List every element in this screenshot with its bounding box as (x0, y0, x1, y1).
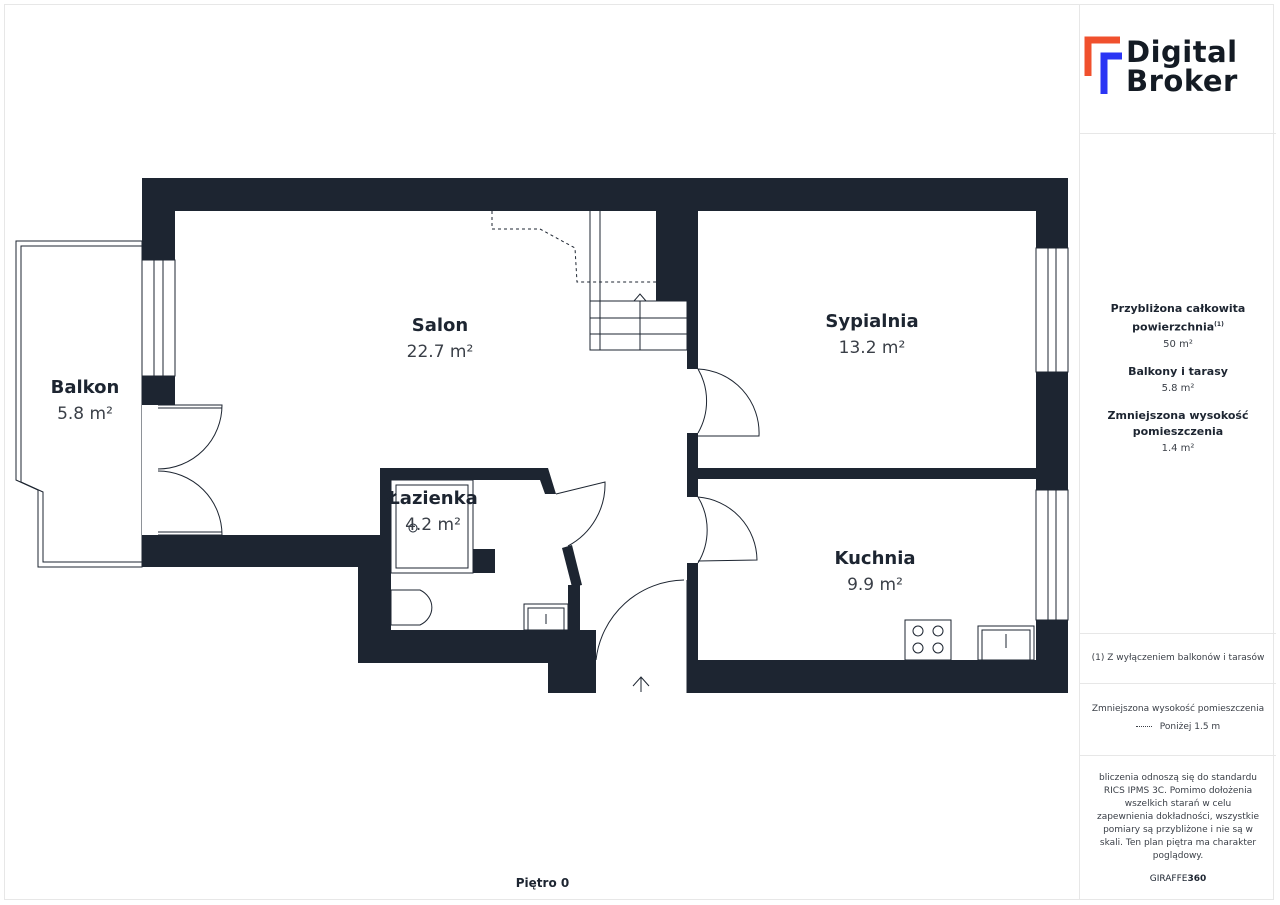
balcony-area-value: 5.8 m² (1161, 382, 1195, 394)
logo-line-1: Digital (1126, 35, 1238, 69)
walls (142, 178, 1068, 693)
total-area-value: 50 m² (1163, 338, 1193, 350)
total-area-label: Przybliżona całkowita powierzchnia(1) (1110, 302, 1246, 334)
disclaimer: bliczenia odnoszą się do standardu RICS … (1080, 756, 1276, 900)
balcony-area-label: Balkony i tarasy (1128, 364, 1228, 378)
room-area-salon: 22.7 m² (407, 342, 474, 362)
area-stats: Przybliżona całkowita powierzchnia(1) 50… (1080, 134, 1276, 634)
brand-part-1: GIRAFFE (1149, 874, 1188, 884)
room-area-sypialnia: 13.2 m² (839, 338, 906, 358)
logo-line-2: Broker (1126, 64, 1238, 98)
total-area-footnote-mark: (1) (1214, 321, 1224, 328)
floor-label: Piętro 0 (515, 876, 570, 890)
room-name-lazienka: Łazienka (387, 488, 478, 509)
fixtures (15, 211, 1069, 693)
room-area-kuchnia: 9.9 m² (847, 575, 903, 595)
reduced-height-value: 1.4 m² (1161, 442, 1195, 454)
footnote: (1) Z wyłączeniem balkonów i tarasów (1080, 634, 1276, 684)
room-area-balkon: 5.8 m² (57, 404, 113, 424)
legend-item: Poniżej 1.5 m (1159, 722, 1221, 732)
room-name-sypialnia: Sypialnia (825, 311, 918, 332)
logo-text: Digital Broker (1126, 38, 1238, 96)
legend-title: Zmniejszona wysokość pomieszczenia (1091, 704, 1265, 714)
disclaimer-text: bliczenia odnoszą się do standardu RICS … (1096, 773, 1260, 861)
digital-broker-logo-mark (1084, 36, 1122, 94)
brand-part-2: 360 (1187, 874, 1207, 884)
giraffe360-brand: GIRAFFE360 (1096, 873, 1260, 886)
legend-row: Poniżej 1.5 m (1080, 722, 1276, 732)
reduced-height-label: Zmniejszona wysokość pomieszczenia (1107, 408, 1249, 438)
room-name-salon: Salon (412, 315, 468, 336)
room-name-kuchnia: Kuchnia (834, 548, 915, 569)
dotted-line-swatch (1135, 726, 1152, 727)
page-frame (4, 4, 1274, 900)
room-name-balkon: Balkon (51, 377, 120, 398)
room-labels: Salon 22.7 m² Sypialnia 13.2 m² Balkon 5… (51, 311, 919, 595)
room-area-lazienka: 4.2 m² (405, 515, 461, 535)
legend: Zmniejszona wysokość pomieszczenia Poniż… (1080, 684, 1276, 756)
floor-plan: Salon 22.7 m² Sypialnia 13.2 m² Balkon 5… (15, 178, 1069, 693)
logo: Digital Broker (1080, 4, 1276, 134)
sidebar: Digital Broker Przybliżona całkowita pow… (1079, 4, 1276, 900)
